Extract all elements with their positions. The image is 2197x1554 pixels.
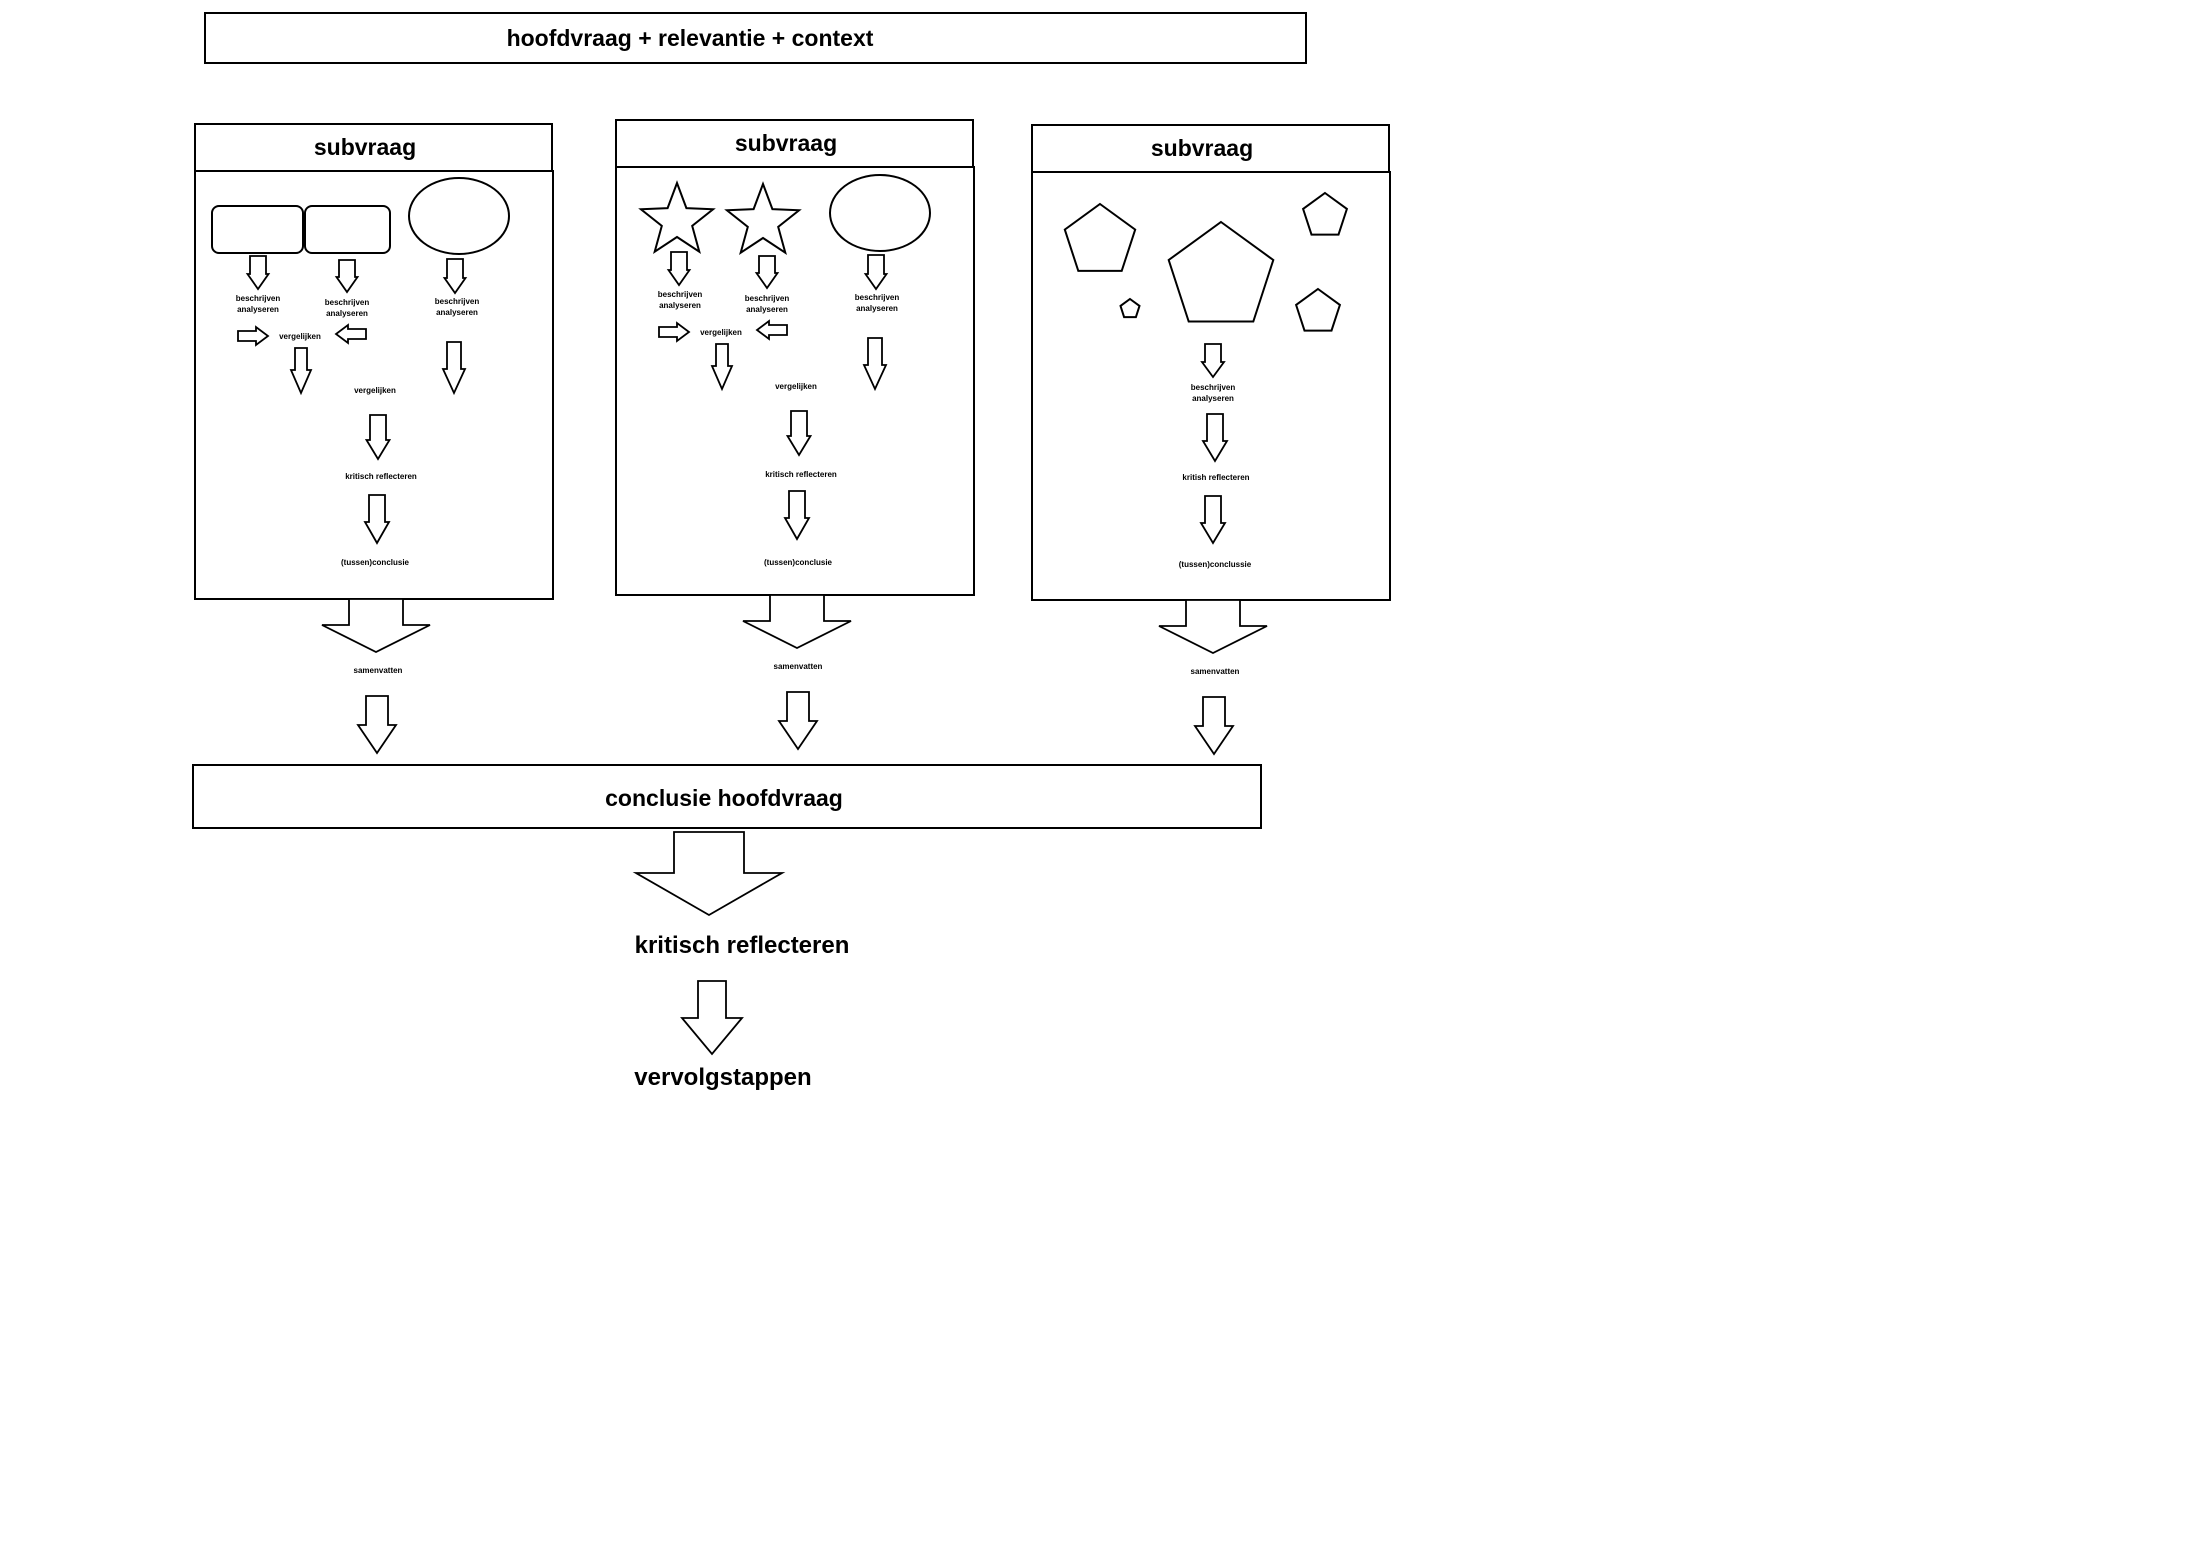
rounded-rectangle-shape [304, 205, 391, 254]
star-shape [724, 181, 802, 255]
pentagon-shape [1301, 191, 1349, 236]
down-arrow [363, 494, 391, 545]
pentagon-shape [1167, 220, 1275, 323]
step-describe: beschrijven [855, 293, 900, 302]
step-describe: beschrijven [658, 290, 703, 299]
down-arrow [710, 343, 734, 392]
step-compare-inner: vergelijken [700, 328, 742, 337]
left-arrow [334, 323, 367, 345]
star-shape [638, 180, 716, 254]
left-arrow [755, 319, 788, 341]
right-arrow [237, 325, 270, 347]
pentagon-shape [1119, 297, 1141, 319]
step-summarize: samenvatten [354, 666, 403, 675]
ellipse-shape [408, 177, 510, 255]
pentagon-shape [1063, 202, 1137, 272]
down-arrow [441, 341, 467, 396]
subquestion-column-3: subvraag beschrijven analyseren kritish … [1031, 124, 1391, 756]
down-arrow [680, 980, 744, 1056]
step-analyse: analyseren [1192, 394, 1234, 403]
down-arrow [1193, 696, 1235, 756]
down-arrow [1200, 343, 1226, 379]
main-question-box [204, 12, 1307, 64]
subquestion-header-box [615, 119, 974, 168]
down-arrow [289, 347, 313, 396]
right-arrow [658, 321, 691, 343]
step-reflect: kritisch reflecteren [345, 472, 417, 481]
step-describe: beschrijven [435, 297, 480, 306]
subquestion-header-box [194, 123, 553, 172]
step-describe: beschrijven [325, 298, 370, 307]
step-reflect: kritisch reflecteren [765, 470, 837, 479]
final-step-reflect: kritisch reflecteren [635, 932, 850, 959]
main-conclusion-label: conclusie hoofdvraag [605, 785, 843, 811]
down-arrow [783, 490, 811, 541]
down-arrow [334, 259, 360, 294]
research-structure-diagram: hoofdvraag + relevantie + context subvra… [192, 12, 1391, 1091]
pentagon-shape [1294, 287, 1342, 332]
subquestion-header-label: subvraag [735, 130, 837, 156]
down-arrow [1201, 413, 1229, 463]
step-compare: vergelijken [775, 382, 817, 391]
step-describe: beschrijven [236, 294, 281, 303]
down-arrow [785, 410, 813, 457]
subquestion-header-label: subvraag [314, 134, 416, 160]
subquestion-column-2: subvraag beschrijven analyseren beschrij… [615, 119, 975, 751]
big-down-arrow [321, 598, 431, 654]
down-arrow [1199, 495, 1227, 545]
step-conclusion: (tussen)conclusie [764, 558, 833, 567]
step-reflect: kritish reflecteren [1182, 473, 1249, 482]
step-conclusion: (tussen)conclusie [341, 558, 410, 567]
down-arrow [754, 255, 780, 290]
down-arrow [356, 695, 398, 755]
down-arrow [442, 258, 468, 295]
down-arrow [245, 255, 271, 291]
down-arrow [863, 254, 889, 291]
subquestion-header-label: subvraag [1151, 135, 1253, 161]
big-down-arrow [1158, 599, 1268, 655]
step-analyse: analyseren [746, 305, 788, 314]
down-arrow [364, 414, 392, 461]
step-describe: beschrijven [745, 294, 790, 303]
ellipse-shape [829, 174, 931, 252]
step-compare-inner: vergelijken [279, 332, 321, 341]
rounded-rectangle-shape [211, 205, 304, 254]
step-conclusion: (tussen)conclussie [1179, 560, 1252, 569]
down-arrow [862, 337, 888, 392]
down-arrow [666, 251, 692, 287]
subquestion-column-1: subvraag beschrijven analyseren beschrij… [194, 123, 554, 755]
step-summarize: samenvatten [774, 662, 823, 671]
big-down-arrow [742, 594, 852, 650]
step-analyse: analyseren [659, 301, 701, 310]
down-arrow [777, 691, 819, 751]
step-analyse: analyseren [856, 304, 898, 313]
step-compare: vergelijken [354, 386, 396, 395]
step-describe: beschrijven [1191, 383, 1236, 392]
step-analyse: analyseren [237, 305, 279, 314]
final-step-next-steps: vervolgstappen [634, 1064, 811, 1091]
big-down-arrow [632, 831, 786, 917]
step-analyse: analyseren [326, 309, 368, 318]
subquestion-header-box [1031, 124, 1390, 173]
step-summarize: samenvatten [1191, 667, 1240, 676]
step-analyse: analyseren [436, 308, 478, 317]
main-question-label: hoofdvraag + relevantie + context [507, 25, 874, 51]
main-conclusion-box [192, 764, 1262, 829]
